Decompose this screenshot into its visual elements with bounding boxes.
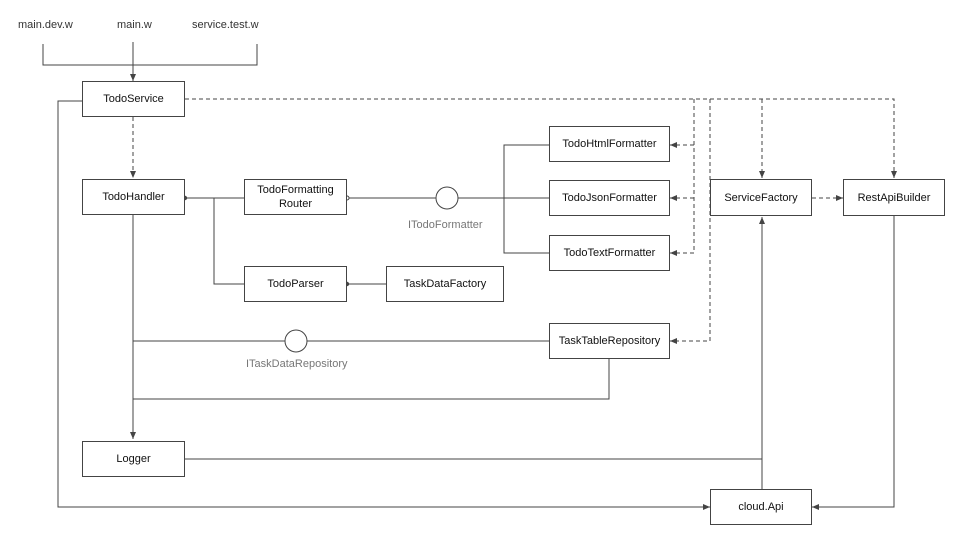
todo-handler-box: TodoHandler [82, 179, 185, 215]
todoservice-to-cloudapi [57, 100, 710, 510]
itodoformatter-interface-circle [435, 186, 459, 210]
formatter-bus [503, 144, 549, 254]
service-factory-box: ServiceFactory [710, 179, 812, 216]
entry-service-test: service.test.w [192, 19, 259, 31]
parser-branch [213, 198, 244, 285]
restapibuilder-to-cloudapi [812, 216, 895, 510]
to-repository-column [670, 99, 711, 344]
todo-json-formatter-box: TodoJsonFormatter [549, 180, 670, 216]
todo-service-box: TodoService [82, 81, 185, 117]
task-table-repository-box: TaskTableRepository [549, 323, 670, 359]
entry-main: main.w [117, 19, 152, 31]
rest-api-builder-box: RestApiBuilder [843, 179, 945, 216]
cloud-api-box: cloud.Api [710, 489, 812, 525]
todo-parser-box: TodoParser [244, 266, 347, 302]
repository-to-trunk [133, 359, 610, 400]
itodoformatter-label: ITodoFormatter [408, 219, 483, 231]
task-data-factory-box: TaskDataFactory [386, 266, 504, 302]
todo-formatting-router-box: TodoFormatting Router [244, 179, 347, 215]
todo-html-formatter-box: TodoHtmlFormatter [549, 126, 670, 162]
entry-bracket [42, 44, 258, 66]
entry-main-dev: main.dev.w [18, 19, 73, 31]
itaskdatarepository-label: ITaskDataRepository [246, 358, 348, 370]
todo-text-formatter-box: TodoTextFormatter [549, 235, 670, 271]
itaskdatarepository-interface-circle [284, 329, 308, 353]
logger-box: Logger [82, 441, 185, 477]
todoservice-dependency-bus [185, 98, 897, 178]
